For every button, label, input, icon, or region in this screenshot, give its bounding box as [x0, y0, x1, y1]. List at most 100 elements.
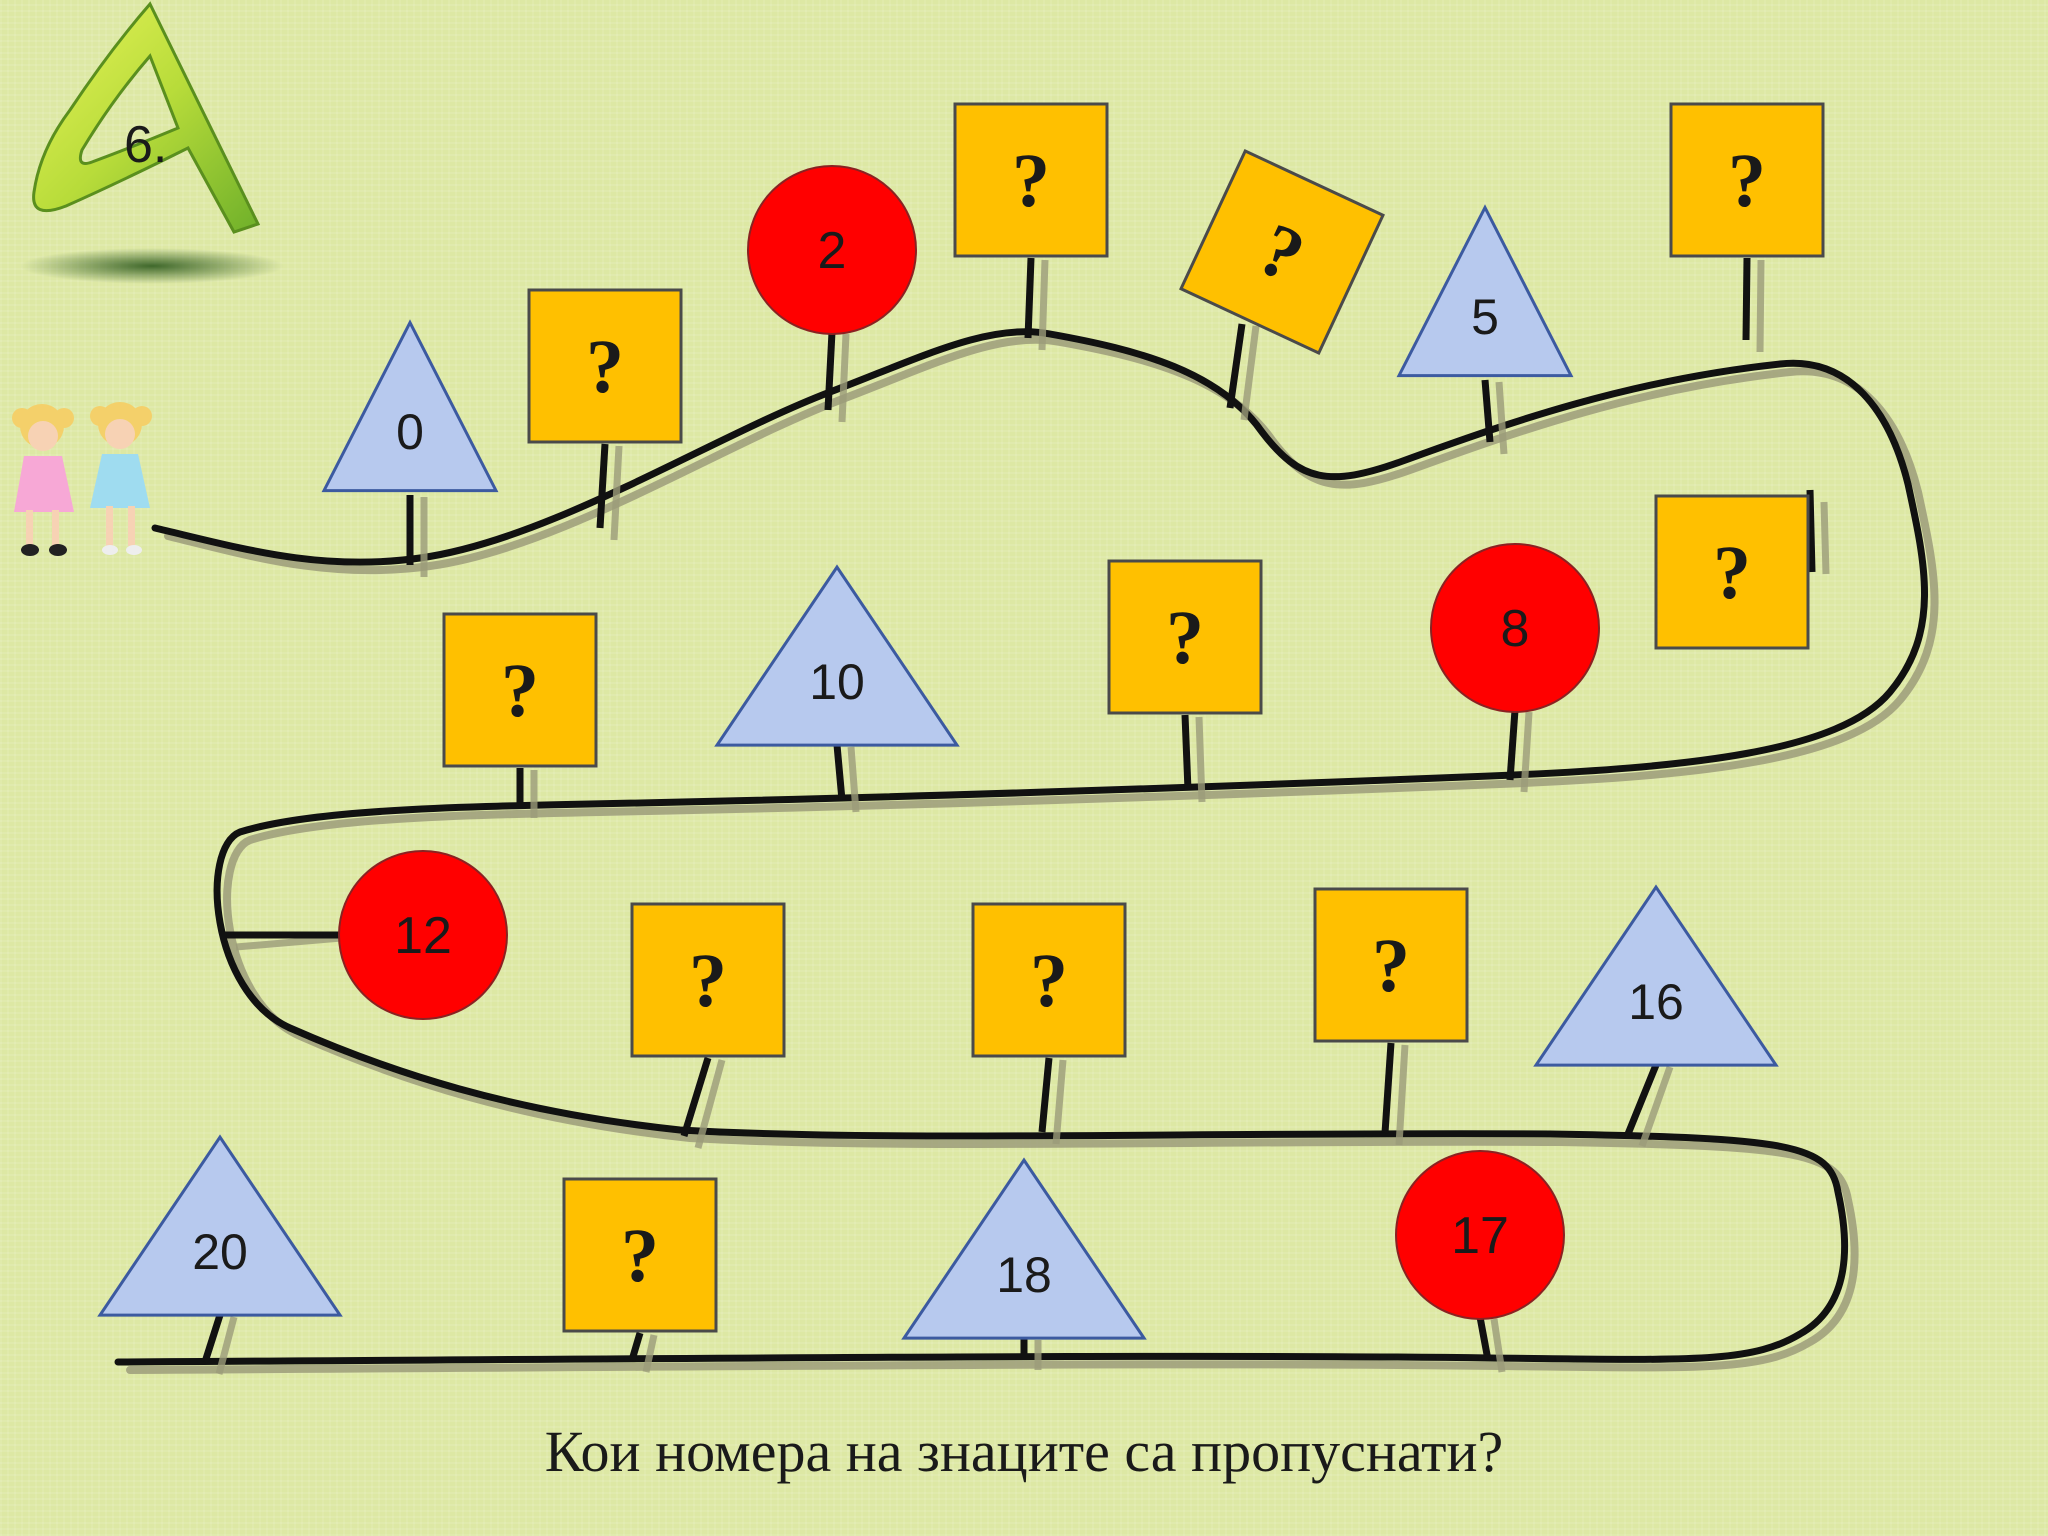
- girls-figure: [12, 402, 152, 556]
- sign-pole: [1806, 489, 1816, 573]
- sign-number: 2: [818, 222, 847, 280]
- triangle-sign-shape: [1396, 204, 1574, 378]
- triangle-sign-face: 18: [901, 1157, 1147, 1340]
- logo-boomerang-icon: [32, 1, 261, 234]
- triangle-sign-face: 0: [321, 319, 499, 493]
- square-sign-face: ?: [442, 612, 598, 768]
- sign-pole-shadow: [1395, 1044, 1409, 1146]
- sign-pole-shadow: [1495, 381, 1508, 455]
- square-sign-face: ?: [953, 102, 1109, 258]
- square-sign-shape: [1669, 102, 1825, 258]
- sign-number: 8: [1501, 600, 1530, 658]
- question-text: Кои номера на знаците са пропуснати?: [544, 1419, 1504, 1484]
- logo: 6.: [20, 1, 284, 284]
- sign-q9: ?: [1107, 559, 1263, 803]
- sign-question-mark: ?: [621, 1214, 659, 1298]
- sign-pole-shadow: [1490, 1318, 1506, 1373]
- triangle-sign-face: 16: [1533, 884, 1779, 1067]
- sign-pole-shadow: [1520, 711, 1533, 793]
- sign-pole: [1381, 1042, 1395, 1134]
- circle-sign-shape: [1430, 543, 1600, 713]
- sign-q1: ?: [527, 288, 683, 541]
- square-sign-shape: [1179, 149, 1385, 355]
- triangle-sign-shape: [714, 564, 960, 747]
- triangle-sign-shape: [97, 1134, 343, 1317]
- sign-q15: ?: [1313, 887, 1469, 1146]
- triangle-sign-shape: [321, 319, 499, 493]
- sign-question-mark: ?: [689, 939, 727, 1023]
- sign-pole-shadow: [1820, 501, 1830, 575]
- square-sign-face: ?: [1107, 559, 1263, 715]
- sign-pole: [1226, 323, 1246, 409]
- sign-number: 18: [996, 1247, 1052, 1303]
- sign-18: 18: [901, 1157, 1147, 1370]
- sign-pole-shadow: [642, 1334, 658, 1373]
- sign-number: 17: [1451, 1207, 1509, 1265]
- sign-pole: [1476, 1316, 1492, 1361]
- square-sign-shape: [527, 288, 683, 444]
- square-sign-face: ?: [1313, 887, 1469, 1043]
- circle-sign-face: 8: [1430, 543, 1600, 713]
- square-sign-shape: [1654, 494, 1810, 650]
- signs-layer: 0? 2?? 5?? 8? 10? 12??? 16 17 18? 20: [97, 102, 1830, 1375]
- sign-20: 20: [97, 1134, 343, 1375]
- sign-q3: ?: [953, 102, 1109, 351]
- sign-pole-shadow: [838, 333, 850, 423]
- square-sign-shape: [562, 1177, 718, 1333]
- sign-question-mark: ?: [586, 325, 624, 409]
- sign-pole-shadow: [847, 746, 860, 813]
- sign-pole-shadow: [610, 445, 623, 541]
- sign-q4: ?: [1179, 149, 1385, 421]
- sign-question-mark: ?: [501, 649, 539, 733]
- circle-sign-shape: [338, 850, 508, 1020]
- sign-pole: [1624, 1063, 1660, 1136]
- sign-17: 17: [1395, 1150, 1565, 1373]
- square-sign-shape: [630, 902, 786, 1058]
- sign-pole: [201, 1313, 224, 1364]
- sign-question-mark: ?: [1030, 939, 1068, 1023]
- square-sign-shape: [1313, 887, 1469, 1043]
- circle-sign-face: 17: [1395, 1150, 1565, 1320]
- sign-pole: [1181, 714, 1192, 791]
- sign-q13: ?: [630, 902, 786, 1149]
- road-line: [114, 328, 1928, 1366]
- sign-number: 10: [809, 654, 865, 710]
- sign-pole-shadow: [1195, 716, 1206, 803]
- road-shadow: [126, 335, 1939, 1374]
- sign-number: 0: [396, 404, 424, 460]
- sign-question-mark: ?: [1372, 924, 1410, 1008]
- square-sign-shape: [953, 102, 1109, 258]
- sign-pole-shadow: [1240, 325, 1260, 421]
- sign-question-mark: ?: [1012, 139, 1050, 223]
- sign-pole-shadow: [694, 1059, 726, 1149]
- sign-q14: ?: [971, 902, 1127, 1145]
- circle-sign-shape: [1395, 1150, 1565, 1320]
- square-sign-face: ?: [1179, 149, 1385, 355]
- sign-q19: ?: [562, 1177, 718, 1373]
- square-sign-face: ?: [1654, 494, 1810, 650]
- sign-5: 5: [1396, 204, 1574, 455]
- sign-pole-shadow: [235, 933, 354, 951]
- sign-10: 10: [714, 564, 960, 813]
- triangle-sign-shape: [901, 1157, 1147, 1340]
- sign-number: 20: [192, 1224, 248, 1280]
- sign-pole-shadow: [215, 1316, 238, 1375]
- square-sign-face: ?: [527, 288, 683, 444]
- sign-pole: [824, 331, 836, 411]
- sign-2: 2: [747, 165, 917, 423]
- sign-0: 0: [321, 319, 499, 577]
- sign-8: 8: [1430, 543, 1600, 793]
- triangle-sign-face: 10: [714, 564, 960, 747]
- square-sign-face: ?: [971, 902, 1127, 1058]
- sign-16: 16: [1533, 884, 1779, 1148]
- sign-pole: [680, 1056, 712, 1138]
- sign-question-mark: ?: [1713, 531, 1751, 615]
- square-sign-face: ?: [1669, 102, 1825, 258]
- sign-number: 5: [1471, 289, 1499, 345]
- sign-q11: ?: [442, 612, 598, 818]
- sign-pole: [1481, 379, 1494, 443]
- circle-sign-face: 12: [338, 850, 508, 1020]
- sign-12: 12: [222, 850, 508, 1020]
- square-sign-face: ?: [562, 1177, 718, 1333]
